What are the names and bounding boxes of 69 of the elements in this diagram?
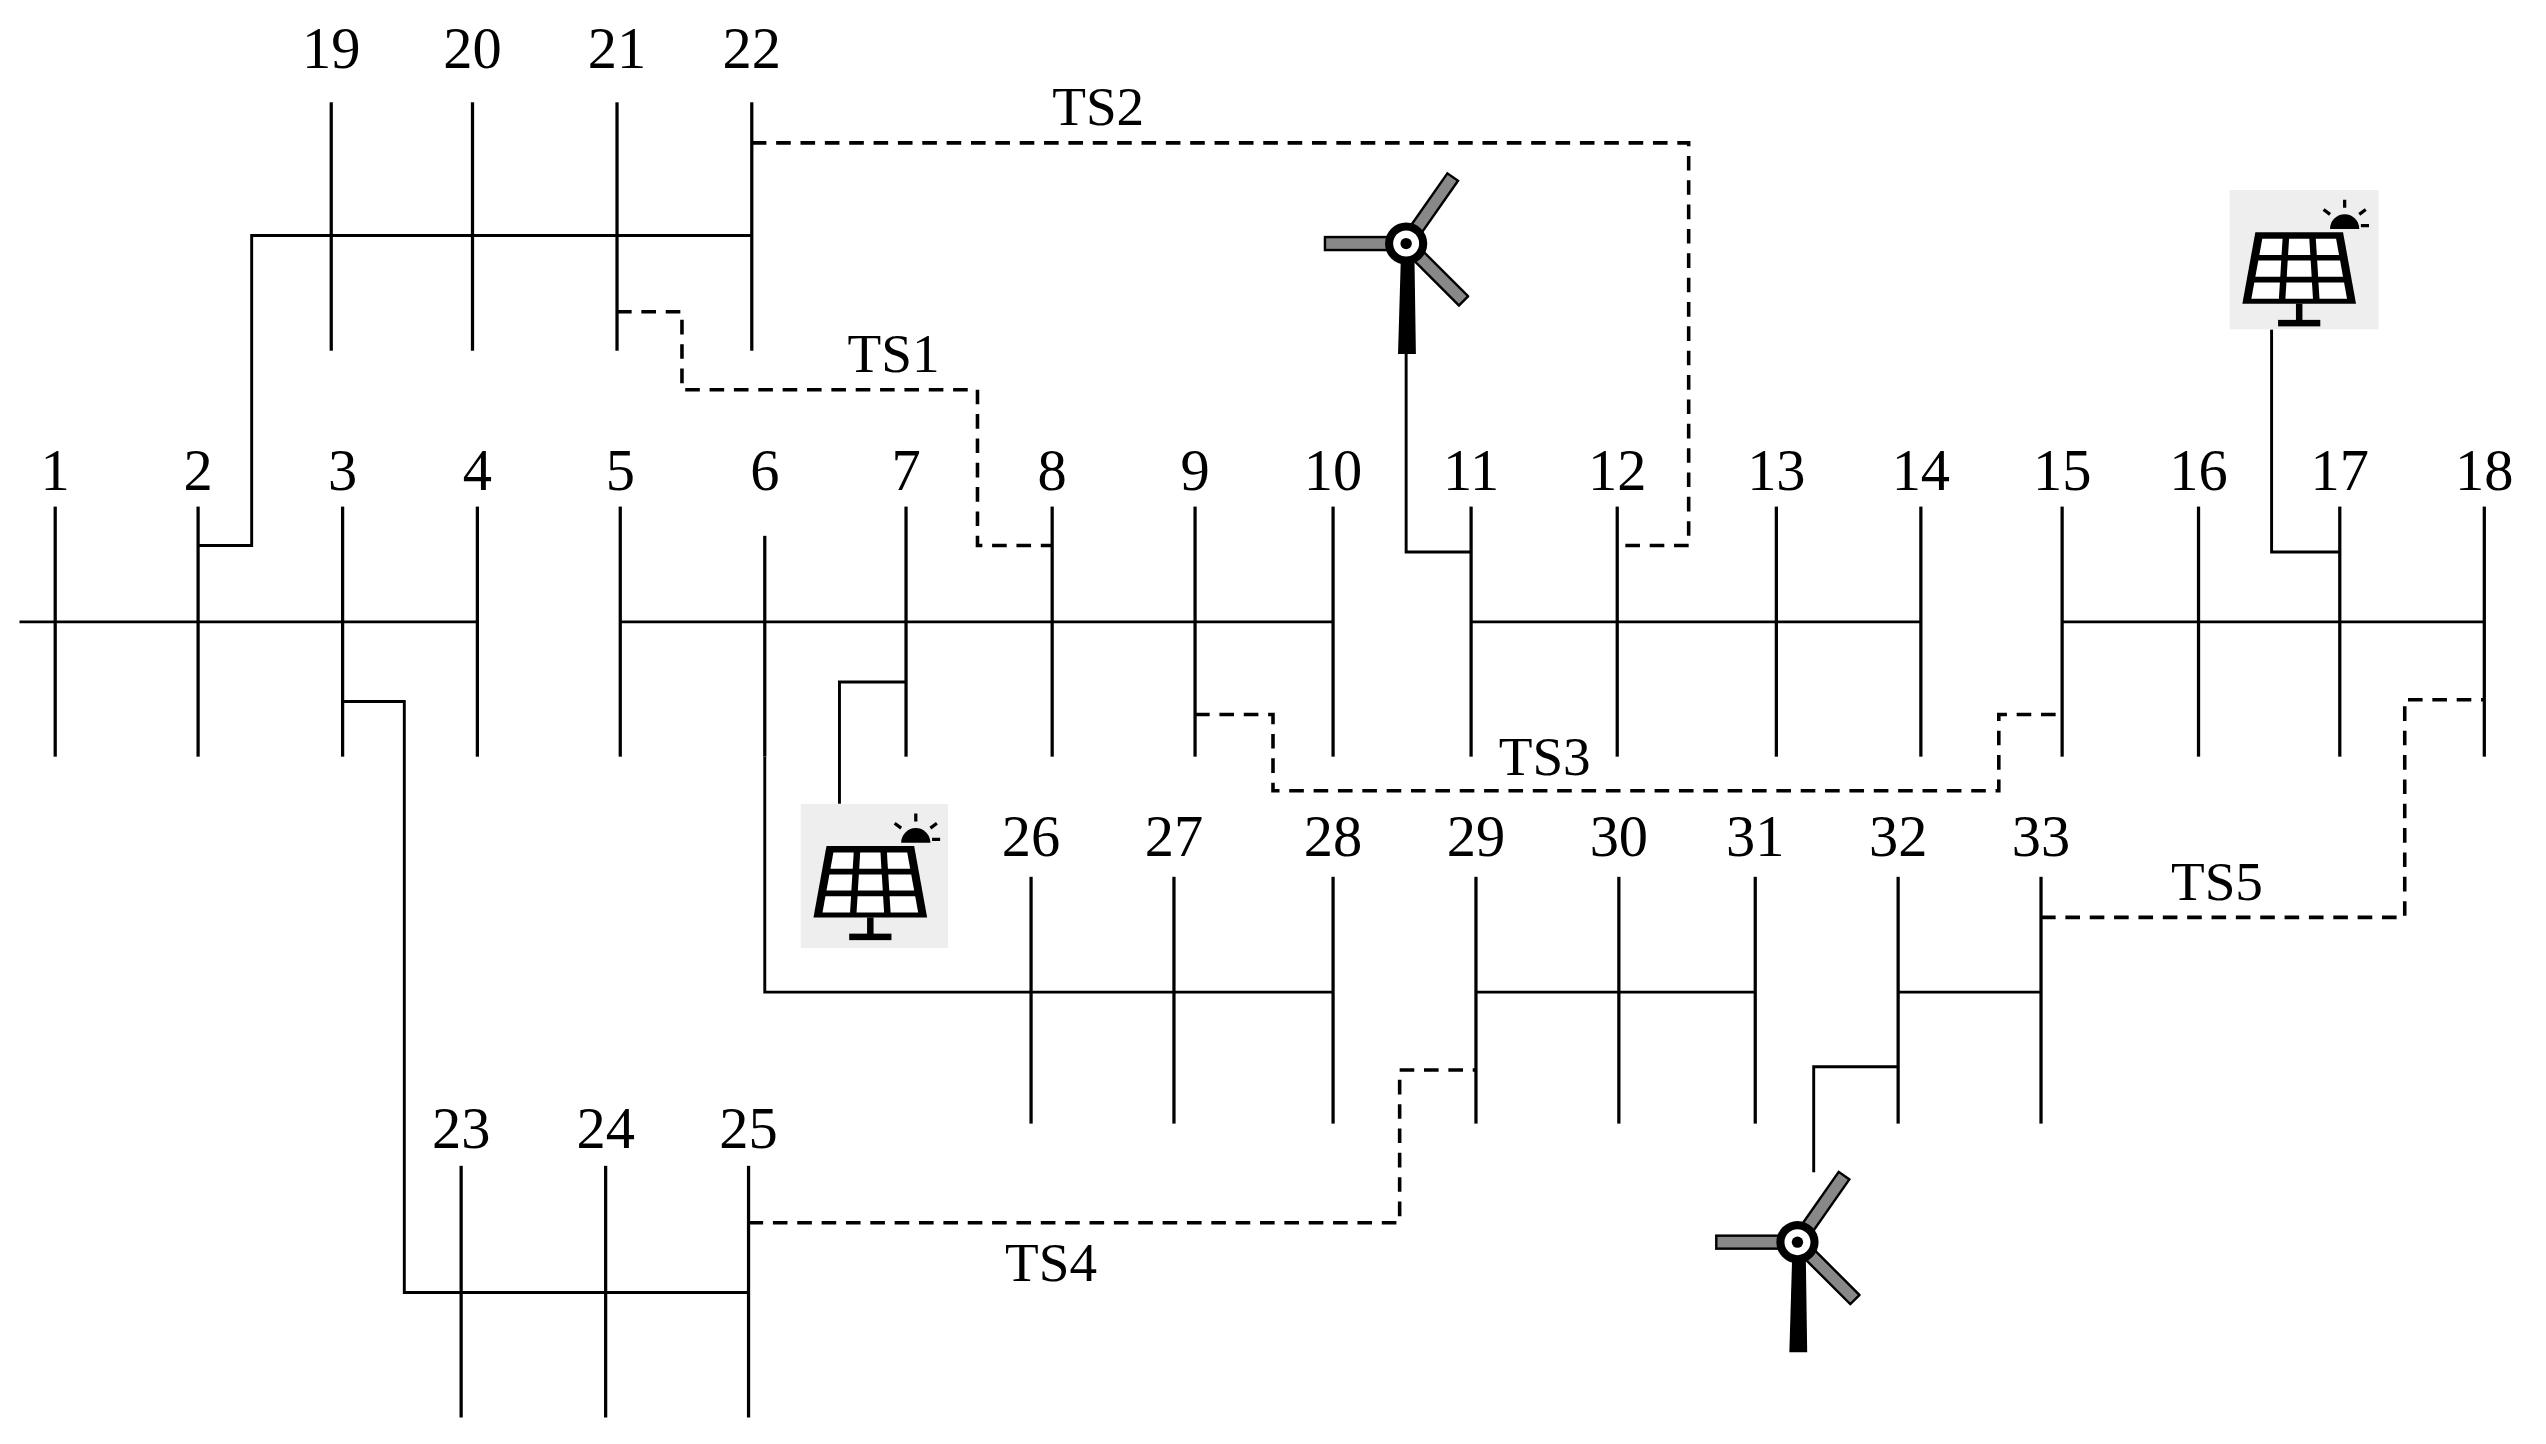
power-line	[1776, 620, 1921, 624]
power-line	[605, 1291, 749, 1294]
power-line	[342, 700, 462, 1294]
bus-number: 20	[442, 16, 503, 82]
tie-line	[751, 141, 1691, 548]
power-line	[2339, 620, 2485, 624]
bus-number: 12	[1587, 438, 1648, 504]
power-line	[55, 620, 199, 624]
bus-number: 30	[1588, 803, 1650, 869]
bus-number: 31	[1725, 803, 1786, 869]
power-line	[1898, 990, 2041, 994]
bus-number: 24	[575, 1096, 636, 1161]
bus-number: 9	[1179, 438, 1211, 504]
power-line	[1618, 990, 1756, 994]
tie-line	[617, 309, 1053, 548]
power-line	[1195, 620, 1334, 624]
power-line	[1404, 353, 1472, 554]
bus-number: 21	[586, 16, 648, 82]
bus-number: 2	[182, 438, 214, 504]
bus-number: 7	[890, 438, 922, 504]
power-line	[620, 620, 765, 624]
bus-number: 15	[2031, 438, 2093, 504]
bus-number: 18	[2454, 438, 2515, 504]
bus-number: 22	[721, 16, 782, 82]
power-line	[1617, 620, 1777, 624]
bus-number: 6	[749, 438, 781, 504]
power-line	[1475, 990, 1619, 994]
bus-number: 29	[1445, 803, 1507, 869]
power-line	[906, 620, 1053, 624]
power-line	[2270, 329, 2340, 554]
power-line	[2062, 620, 2199, 624]
bus-number: 28	[1302, 803, 1364, 869]
bus-number: 27	[1143, 803, 1205, 869]
bus-number: 13	[1746, 438, 1807, 504]
power-line	[198, 620, 343, 624]
power-line	[617, 234, 752, 237]
power-line	[342, 620, 478, 624]
power-line	[461, 1291, 606, 1294]
bus-number: 17	[2309, 438, 2370, 504]
power-line	[1173, 990, 1334, 994]
power-line	[1471, 620, 1618, 624]
tie-line	[748, 1068, 1476, 1225]
power-line	[2198, 620, 2340, 624]
power-line	[764, 620, 907, 624]
bus-number: 26	[1000, 803, 1062, 869]
bus-number: 11	[1441, 438, 1501, 504]
power-line	[331, 234, 473, 237]
bus-number: 16	[2168, 438, 2229, 504]
bus-number: 23	[430, 1096, 492, 1161]
power-line	[198, 234, 332, 548]
tie-line	[2041, 698, 2485, 920]
bus-number: 4	[461, 438, 493, 504]
bus-number: 8	[1036, 438, 1068, 504]
bus-number: 1	[39, 438, 71, 504]
bus-number: 25	[718, 1096, 779, 1161]
power-line	[1812, 1065, 1899, 1173]
bus-number: 14	[1890, 438, 1952, 504]
bus-number: 3	[327, 438, 359, 504]
power-line	[19, 620, 56, 624]
bus-number: 33	[2010, 803, 2072, 869]
bus-number: 32	[1867, 803, 1929, 869]
bus-number: 5	[604, 438, 636, 504]
bus-number: 10	[1302, 438, 1364, 504]
power-line	[1031, 990, 1174, 994]
power-line	[472, 234, 617, 237]
power-line	[838, 680, 907, 804]
power-line	[1052, 620, 1196, 624]
bus-number: 19	[301, 16, 362, 82]
power-line	[763, 756, 1032, 994]
